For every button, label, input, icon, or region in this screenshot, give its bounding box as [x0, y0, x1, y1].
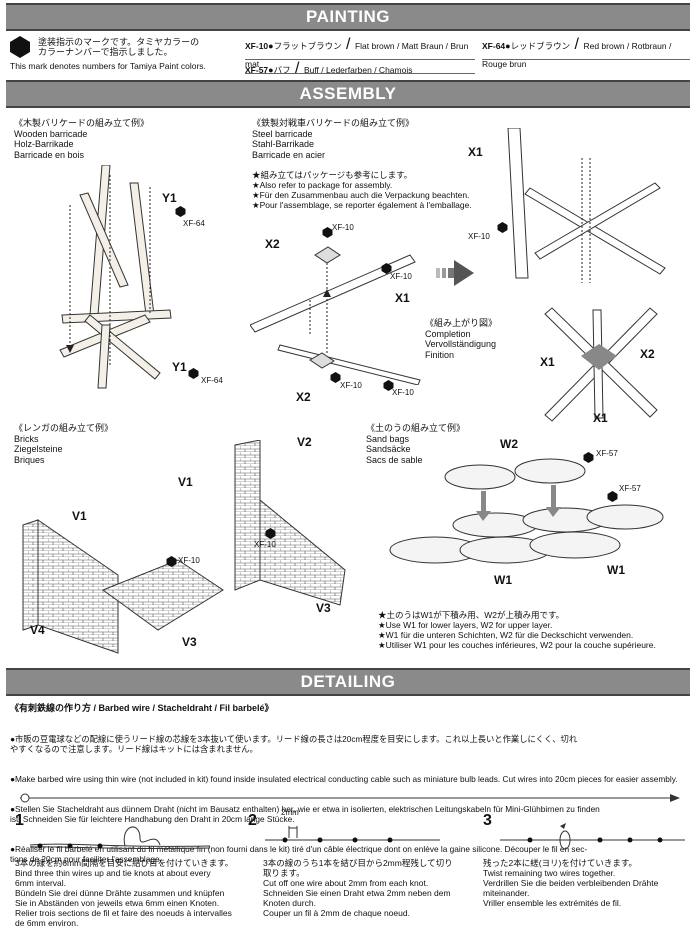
paint-hex-icon — [607, 491, 618, 502]
step-1-text: 3本の線を約6mm間隔を目安に結び目を付けていきます。 Bind three t… — [15, 858, 233, 928]
painting-header: PAINTING — [6, 3, 690, 31]
bricks-diagram-right — [230, 440, 360, 610]
painting-intro-en: This mark denotes numbers for Tamiya Pai… — [10, 61, 206, 71]
paint-label-xf64-bottom: XF-64 — [201, 376, 223, 385]
assembly-title: ASSEMBLY — [6, 84, 690, 104]
paint-hex-icon — [175, 206, 186, 217]
sandbags-notes: ★土のうはW1が下積み用、W2が上積み用です。 ★Use W1 for lowe… — [378, 610, 656, 650]
step-1-diagram — [30, 820, 220, 860]
painting-intro-jp: 塗装指示のマークです。タミヤカラーの カラーナンバーで指示しました。 — [38, 37, 199, 57]
y1-label-bottom: Y1 — [172, 360, 187, 374]
x1-label-exploded: X1 — [468, 145, 483, 159]
wooden-barricade-diagram — [40, 165, 180, 400]
paint-hex-icon — [166, 556, 177, 567]
step-2-number: 2 — [248, 812, 257, 830]
x1-label-completion: X1 — [540, 355, 555, 369]
steel-exploded-diagram — [490, 128, 680, 288]
x1-label-completion-bottom: X1 — [593, 411, 608, 425]
assembly-header: ASSEMBLY — [6, 80, 690, 108]
v4-label: V4 — [30, 623, 45, 637]
paint-jp: フラットブラウン — [274, 41, 342, 51]
v3-label-left: V3 — [182, 635, 197, 649]
steel-barricade-title: 《鉄製対戦車バリケードの組み立て例》 Steel barricade Stahl… — [252, 118, 414, 160]
assembly-arrow-icon — [436, 258, 476, 288]
v3-label-right: V3 — [316, 601, 331, 615]
paint-color-xf64: XF-64●レッドブラウン / Red brown / Rotbraun / R… — [482, 36, 692, 72]
step-2-dimension: 2mm — [281, 808, 299, 817]
paint-mark-icon — [8, 35, 32, 59]
paint-label-xf64-top: XF-64 — [183, 219, 205, 228]
detailing-header: DETAILING — [6, 668, 690, 696]
step-2-text: 3本の線のうち1本を結び目から2mm程残して切り 取ります。 Cut off o… — [263, 858, 453, 918]
step-3-number: 3 — [483, 812, 492, 830]
sandbags-diagram — [375, 455, 675, 575]
paint-hex-icon — [265, 528, 276, 539]
x2-label-top: X2 — [265, 237, 280, 251]
w1-label-left: W1 — [494, 573, 512, 587]
paint-hex-icon — [497, 222, 508, 233]
v1-label-right: V1 — [178, 475, 193, 489]
paint-hex-icon — [583, 452, 594, 463]
v1-label-left: V1 — [72, 509, 87, 523]
step-2-diagram — [265, 818, 445, 854]
step-3-diagram — [500, 818, 690, 854]
v2-label: V2 — [297, 435, 312, 449]
x1-label: X1 — [395, 291, 410, 305]
x2-label-bottom: X2 — [296, 390, 311, 404]
paint-color-xf57: XF-57●バフ / Buff / Lederfarben / Chamois — [245, 60, 475, 78]
w1-label-right: W1 — [607, 563, 625, 577]
paint-hex-icon — [188, 368, 199, 379]
bricks-title: 《レンガの組み立て例》 Bricks Ziegelsteine Briques — [14, 423, 113, 465]
wooden-barricade-title: 《木製バリケードの組み立て例》 Wooden barricade Holz-Ba… — [14, 118, 149, 160]
painting-title: PAINTING — [6, 7, 690, 27]
paint-code: XF-10 — [245, 41, 268, 51]
x2-label-completion: X2 — [640, 347, 655, 361]
step-3-text: 残った2本に縒(ヨリ)を付けていきます。 Twist remaining two… — [483, 858, 658, 908]
detailing-title: DETAILING — [6, 672, 690, 692]
y1-label-top: Y1 — [162, 191, 177, 205]
step-1-number: 1 — [15, 812, 24, 830]
w2-label: W2 — [500, 437, 518, 451]
bricks-diagram-left — [18, 515, 238, 655]
completion-title: 《組み上がり図》 Completion Vervollständigung Fi… — [425, 318, 497, 360]
wire-length-diagram — [20, 792, 680, 804]
barbed-wire-heading: 《有刺鉄線の作り方 / Barbed wire / Stacheldraht /… — [10, 701, 274, 714]
steel-notes: ★組み立てはパッケージも参考にします。 ★Also refer to packa… — [252, 170, 472, 210]
